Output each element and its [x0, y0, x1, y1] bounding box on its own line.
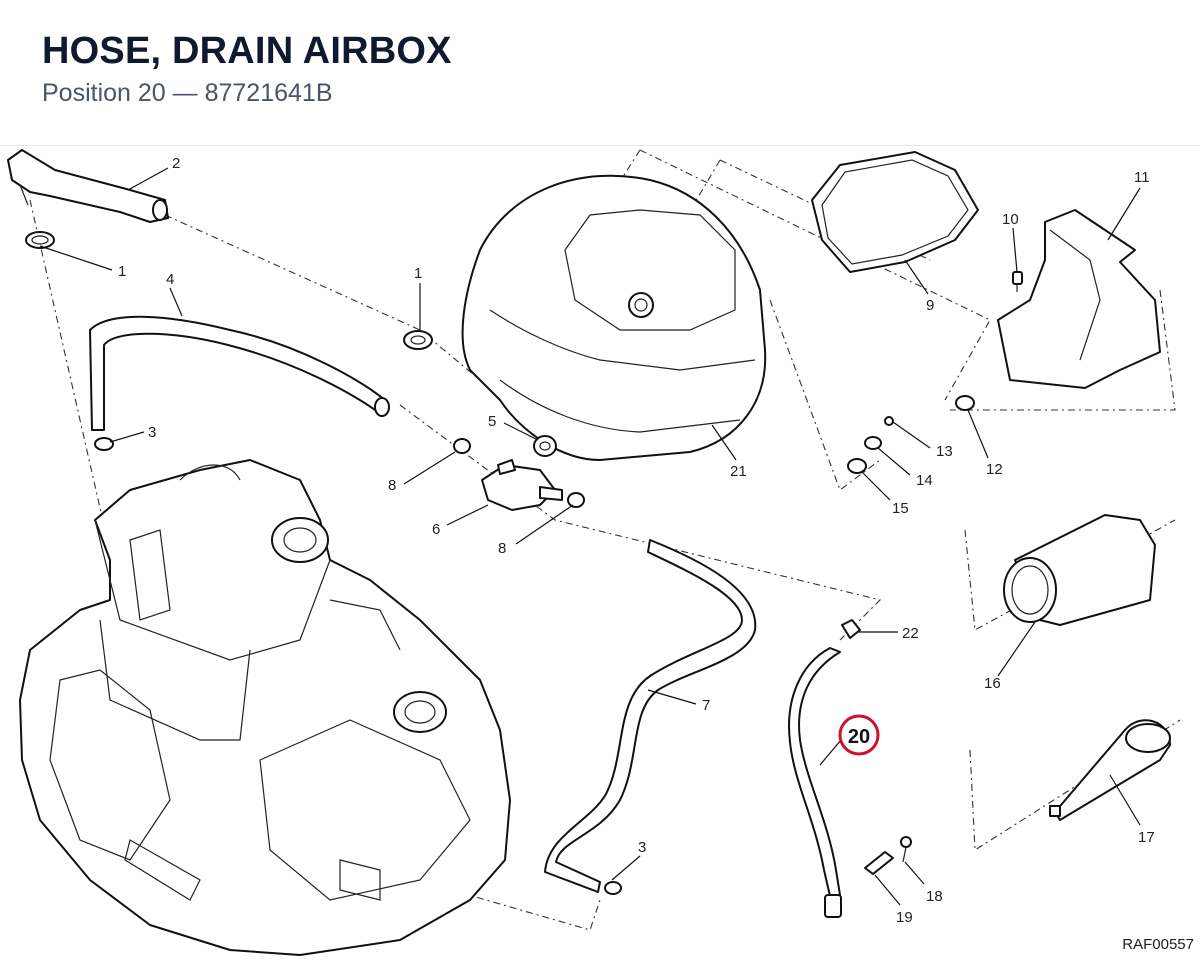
callout-7: 7: [702, 697, 710, 714]
part-12-nut: [955, 395, 975, 411]
part-7-drain-hose: [544, 539, 757, 893]
callout-18: 18: [926, 888, 943, 905]
part-2-breather-pipe: [7, 149, 169, 223]
part-5-grommet: [533, 435, 557, 457]
callout-5: 5: [488, 413, 496, 430]
part-21-airbox: [461, 174, 767, 461]
engine-assembly: [19, 459, 511, 956]
callout-20-highlight: 20: [838, 714, 880, 756]
callout-9: 9: [926, 297, 934, 314]
part-position-subtitle: Position 20 — 87721641B: [42, 79, 333, 107]
callout-12: 12: [986, 461, 1003, 478]
part-17-intake-funnel: [1049, 719, 1171, 821]
part-1-hose-clamp-center: [403, 330, 433, 350]
part-13-screw: [884, 416, 894, 426]
callout-17: 17: [1138, 829, 1155, 846]
part-3-clip-lower: [604, 881, 622, 895]
part-4-vent-hose: [89, 315, 390, 431]
callout-13: 13: [936, 443, 953, 460]
callout-14: 14: [916, 472, 933, 489]
drawing-reference-code: RAF00557: [1122, 936, 1194, 953]
part-1-hose-clamp-upper-left: [25, 231, 55, 249]
part-20-drain-hose-highlighted: [788, 647, 842, 918]
part-10-screw: [1012, 271, 1023, 292]
part-8-clamp-left: [453, 438, 471, 454]
part-9-airbox-gasket: [811, 151, 979, 273]
callout-3-upper: 3: [148, 424, 156, 441]
callout-4: 4: [166, 271, 174, 288]
callout-22: 22: [902, 625, 919, 642]
callout-8-left: 8: [388, 477, 396, 494]
callout-10: 10: [1002, 211, 1019, 228]
part-22-fitting: [841, 619, 861, 639]
callout-3-lower: 3: [638, 839, 646, 856]
callout-labels: 1 1 2 3 3 4 5 6 7 8 8 9 10 11 12 13 14 1…: [118, 155, 1155, 926]
page-title: HOSE, DRAIN AIRBOX: [42, 30, 452, 72]
page-header: HOSE, DRAIN AIRBOX Position 20 — 8772164…: [0, 0, 1200, 146]
part-8-clamp-right: [567, 492, 585, 508]
part-3-clip-upper: [94, 437, 114, 451]
part-6-valve-body: [481, 459, 563, 511]
part-11-bracket: [997, 209, 1161, 389]
part-18-screw: [900, 836, 912, 863]
callout-11: 11: [1134, 169, 1150, 186]
callout-19: 19: [896, 909, 913, 926]
part-19-clip: [864, 851, 894, 875]
part-15-grommet: [847, 458, 867, 474]
callout-15: 15: [892, 500, 909, 517]
callout-16: 16: [984, 675, 1001, 692]
callout-1-center: 1: [414, 265, 422, 282]
callout-8-right: 8: [498, 540, 506, 557]
callout-21: 21: [730, 463, 747, 480]
callout-1-lower-left: 1: [118, 263, 126, 280]
part-14-washer: [864, 436, 882, 450]
part-16-air-filter: [1003, 514, 1156, 626]
callout-leader-lines: [39, 167, 1141, 906]
callout-2: 2: [172, 155, 180, 172]
callout-6: 6: [432, 521, 440, 538]
callout-20: 20: [848, 726, 870, 748]
